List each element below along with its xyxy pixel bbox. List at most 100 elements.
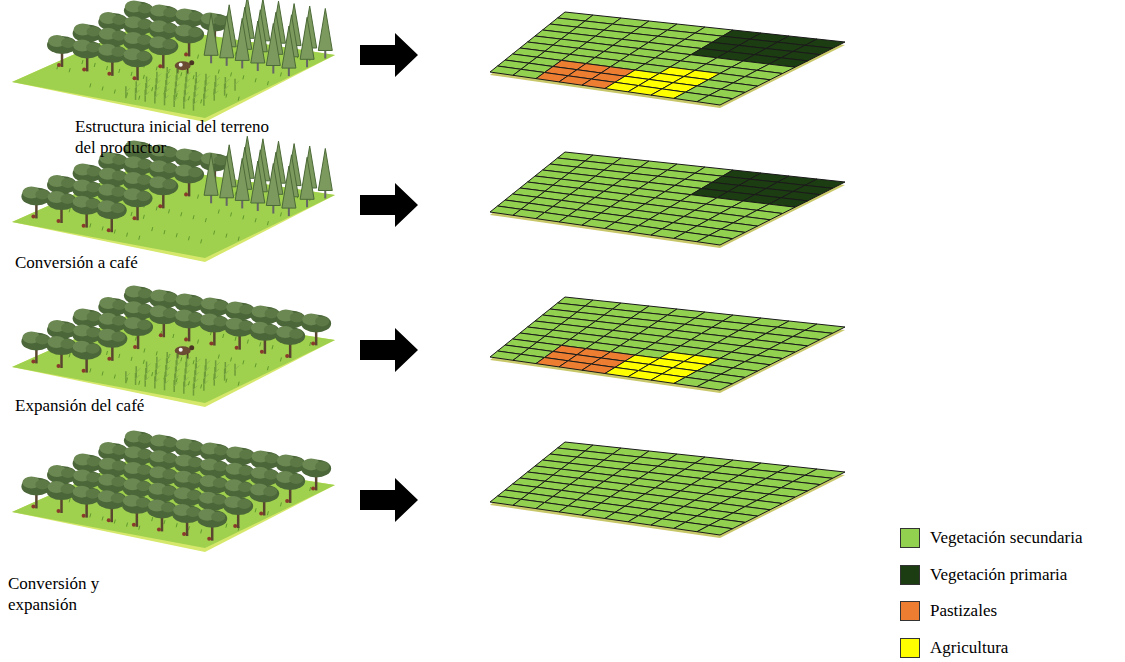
grass: [102, 516, 103, 520]
tree-canopy: [163, 8, 177, 18]
crop-leaf: [165, 374, 169, 378]
grass: [198, 195, 199, 199]
crop-leaf: [145, 377, 149, 381]
grass: [272, 345, 273, 349]
grass: [127, 378, 128, 382]
tree-canopy: [98, 314, 128, 332]
tree-canopy: [112, 316, 126, 326]
landscape-illustration: [12, 136, 335, 262]
tree-canopy: [197, 510, 227, 528]
grass: [143, 215, 144, 219]
crop-leaf: [136, 368, 140, 372]
tree-canopy: [137, 35, 151, 45]
grass: [231, 212, 232, 216]
tree-canopy: [73, 454, 103, 472]
coffee-shrub: [133, 76, 137, 80]
grass: [243, 360, 244, 364]
crop-leaf: [194, 94, 198, 98]
grass: [94, 63, 95, 67]
tree-canopy: [188, 27, 202, 37]
coffee-shrub: [82, 514, 86, 518]
grass: [139, 526, 140, 530]
tree-canopy: [112, 300, 126, 310]
tree-canopy: [149, 306, 179, 324]
grass: [205, 218, 206, 222]
grass: [247, 340, 248, 344]
tree-canopy: [138, 159, 152, 169]
grass: [243, 215, 244, 219]
grass: [90, 83, 91, 87]
crop-leaf: [215, 369, 219, 373]
crop-leaf: [225, 371, 229, 375]
tree-canopy: [124, 17, 154, 35]
ground: [12, 25, 335, 122]
tree-canopy: [124, 447, 154, 465]
ground: [12, 310, 335, 403]
tree-canopy: [111, 332, 125, 342]
coffee-shrub: [184, 52, 188, 56]
grass: [119, 354, 120, 358]
crop-leaf: [215, 84, 219, 88]
legend-text: Vegetación secundaria: [930, 528, 1082, 548]
coffee-shrub: [209, 342, 213, 346]
crop-leaf: [205, 82, 209, 86]
tree-canopy: [137, 465, 151, 475]
tree-canopy: [315, 461, 329, 471]
coffee-shrub: [31, 359, 35, 363]
grass: [156, 351, 157, 355]
conifer-crown: [266, 164, 280, 206]
tree-canopy: [86, 489, 100, 499]
tree-canopy: [112, 171, 126, 181]
tree-canopy: [87, 26, 101, 36]
grass: [231, 72, 232, 76]
tree-canopy: [86, 472, 100, 482]
grid-cell: [697, 525, 733, 535]
grass: [280, 502, 281, 506]
grass: [69, 208, 70, 212]
crop-leaf: [156, 372, 160, 376]
tree-canopy: [189, 151, 203, 161]
coffee-shrub: [235, 346, 239, 350]
conifer-crown: [266, 24, 280, 66]
tree-canopy: [315, 316, 329, 326]
grass: [102, 226, 103, 230]
cow-patch: [179, 348, 183, 352]
grass: [102, 371, 103, 375]
tree-canopy: [301, 314, 331, 332]
tree-canopy: [174, 25, 204, 43]
tree-canopy: [61, 323, 75, 333]
crop-leaf: [193, 101, 197, 105]
tree-canopy: [137, 175, 151, 185]
tree-canopy: [148, 37, 178, 55]
grass: [201, 239, 202, 243]
tree-canopy: [35, 334, 49, 344]
grass: [176, 93, 177, 97]
legend-swatch: [900, 601, 920, 621]
grass: [139, 96, 140, 100]
grass: [152, 227, 153, 231]
grass: [188, 381, 189, 385]
grass: [114, 230, 115, 234]
tree-canopy: [163, 163, 177, 173]
grass: [255, 218, 256, 222]
tree-canopy: [263, 487, 277, 497]
grass: [235, 337, 236, 341]
crop-leaf: [175, 90, 179, 94]
conifer-crown: [204, 153, 218, 195]
grass: [176, 523, 177, 527]
cow-head: [189, 60, 194, 65]
tree-canopy: [189, 296, 203, 306]
tree-canopy: [213, 317, 227, 327]
tree-canopy: [98, 298, 128, 316]
tree-canopy: [163, 293, 177, 303]
crop-leaf: [165, 380, 169, 384]
tree-canopy: [123, 33, 153, 51]
legend-text: Pastizales: [930, 601, 997, 621]
crop-leaf: [177, 71, 181, 75]
tree-canopy: [290, 312, 304, 322]
tree-canopy: [163, 438, 177, 448]
tree-canopy: [124, 432, 154, 450]
grass: [156, 66, 157, 70]
tree-canopy: [238, 482, 252, 492]
conifer-crown: [220, 156, 234, 198]
